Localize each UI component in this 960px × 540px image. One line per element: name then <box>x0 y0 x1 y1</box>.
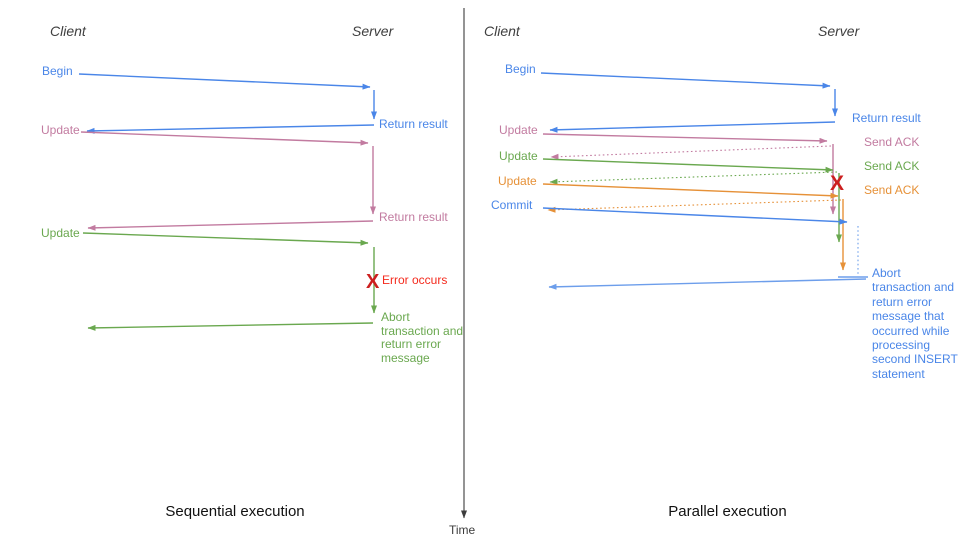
left-begin-return-arrow <box>86 124 375 134</box>
right-update1-label: Update <box>499 123 538 137</box>
right-update2-ack-label: Send ACK <box>864 159 920 173</box>
left-abort-label: Abort transaction and return error messa… <box>381 310 464 365</box>
left-update1-label: Update <box>41 123 80 137</box>
left-panel-title: Sequential execution <box>165 503 305 520</box>
right-commit-request-arrow <box>542 207 848 225</box>
right-update2-ack-dotted-arrow <box>549 171 838 185</box>
right-update1-ack-dotted-arrow <box>550 145 832 160</box>
left-client-header: Client <box>50 23 86 39</box>
right-abort-label: Abort transaction and return error messa… <box>872 266 958 381</box>
left-begin-request-arrow <box>78 73 371 90</box>
right-begin-request-arrow <box>540 72 831 89</box>
left-update1-return-label: Return result <box>379 210 448 224</box>
right-update3-ack-label: Send ACK <box>864 183 920 197</box>
time-axis-label: Time <box>449 523 476 537</box>
left-server-header: Server <box>352 23 394 39</box>
right-panel-title: Parallel execution <box>668 503 787 520</box>
right-update2-label: Update <box>499 149 538 163</box>
left-update1-return-arrow <box>87 220 374 231</box>
left-error-x-icon: X <box>366 271 380 293</box>
right-update3-ack-dotted-arrow <box>547 199 842 213</box>
right-update1-request-arrow <box>542 133 828 144</box>
right-update2-request-arrow <box>542 158 834 173</box>
right-begin-return-arrow <box>549 121 836 133</box>
right-client-header: Client <box>484 23 520 39</box>
right-commit-label: Commit <box>491 198 533 212</box>
left-begin-return-label: Return result <box>379 117 448 131</box>
left-update2-request-arrow <box>82 232 369 246</box>
right-update3-label: Update <box>498 174 537 188</box>
left-abort-return-arrow <box>87 322 374 331</box>
left-error-label: Error occurs <box>382 273 448 287</box>
right-update1-ack-label: Send ACK <box>864 135 920 149</box>
right-begin-return-label: Return result <box>852 111 921 125</box>
left-update2-label: Update <box>41 226 80 240</box>
left-begin-label: Begin <box>42 64 73 78</box>
right-begin-label: Begin <box>505 62 536 76</box>
left-update1-request-arrow <box>80 131 369 146</box>
right-abort-return-arrow <box>548 278 867 290</box>
right-error-x-icon: X <box>830 172 844 195</box>
right-server-header: Server <box>818 23 860 39</box>
right-update3-request-arrow <box>542 183 839 199</box>
